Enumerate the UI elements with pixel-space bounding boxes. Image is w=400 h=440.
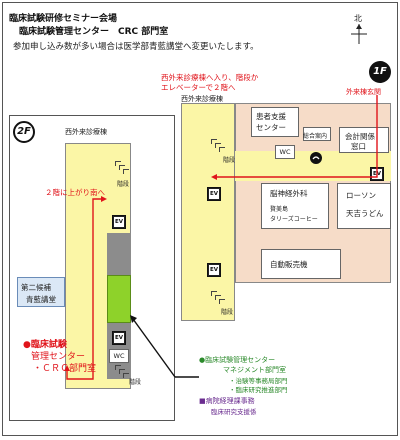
info-desk-box — [303, 127, 331, 141]
legend-line-2: マネジメント部門室 — [223, 366, 286, 374]
legend-line-4: ・臨床研究推進部門 — [229, 386, 288, 394]
target-label-1: ●臨床試験 — [23, 340, 67, 350]
f1-instruction-line-2: エレベーターで２階へ — [161, 83, 236, 92]
neurosurgery-tullys: 脳神経外科 贅美島 タリーズコーヒー — [261, 183, 329, 229]
north-arrow-icon — [351, 24, 367, 44]
f1-ev-2: EV — [207, 263, 221, 277]
f1-wc: WC — [275, 145, 295, 159]
crc-room-highlight — [107, 275, 131, 323]
f2-stairs-1-label: 階段 — [117, 181, 130, 188]
title-line-1: 臨床試験研修セミナー会場 — [9, 14, 118, 24]
title-line-2: 臨床試験管理センター CRC 部門室 — [19, 27, 169, 37]
floor-badge-1f: 1F — [369, 61, 391, 83]
north-label: 北 — [354, 14, 362, 23]
legend-line-6: 臨床研究支援係 — [211, 408, 257, 416]
f1-stairs-1-label: 階段 — [223, 157, 236, 164]
accounting-window: 会計関係 窓口 — [339, 127, 389, 153]
legend-line-5: ■病院経理課事務 — [199, 397, 255, 405]
f1-ev-1: EV — [207, 187, 221, 201]
target-label-2: 管理センター — [31, 352, 86, 362]
legend-line-1: ●臨床試験管理センター — [199, 356, 276, 364]
f2-instruction: ２階に上がり南へ — [45, 188, 105, 197]
lawson-udon: ローソン 天吉うどん — [337, 183, 391, 229]
f1-instruction-line-1: 西外来診療棟へ入り、階段か — [161, 73, 259, 82]
f1-route — [211, 95, 378, 180]
info-desk-icon — [310, 152, 322, 164]
f2-ev-1: EV — [112, 215, 126, 229]
east-entrance-label: 外来棟玄関 — [346, 88, 381, 96]
info-desk-label: 総合案内 — [303, 133, 328, 140]
f2-stairs-2-icon — [115, 365, 129, 379]
f2-stairs-2-label: 階段 — [129, 379, 142, 386]
venue-note: 参加申し込み数が多い場合は医学部青藍講堂へ変更いたします。 — [13, 42, 259, 52]
floor-badge-2f: 2F — [13, 121, 35, 143]
f2-building-label: 西外来診療棟 — [65, 128, 107, 136]
f1-corridor — [181, 103, 235, 321]
f1-building-label: 西外来診療棟 — [181, 95, 223, 103]
patient-support-center: 患者支援 センター — [251, 107, 299, 137]
seiran-lecture-hall: 第二候補 青藍講堂 — [17, 277, 65, 307]
map-frame: 臨床試験研修セミナー会場 臨床試験管理センター CRC 部門室 参加申し込み数が… — [2, 2, 398, 436]
f2-stairs-1-icon — [115, 161, 129, 175]
legend-line-3: ・治験等事務局部門 — [229, 377, 288, 385]
f1-stairs-2-icon — [211, 291, 225, 305]
f2-grey-room-1 — [107, 233, 131, 275]
legend-pointer-arrow — [130, 315, 199, 378]
f1-stairs-2-label: 階段 — [221, 309, 234, 316]
f2-route — [64, 196, 107, 380]
f2-ev-2: EV — [112, 331, 126, 345]
f2-wc: WC — [109, 349, 129, 363]
f1-stairs-1-icon — [211, 139, 225, 153]
vending-machines: 自動販売機 — [261, 249, 341, 279]
target-label-3: ・ＣＲＣ部門室 — [33, 364, 97, 374]
